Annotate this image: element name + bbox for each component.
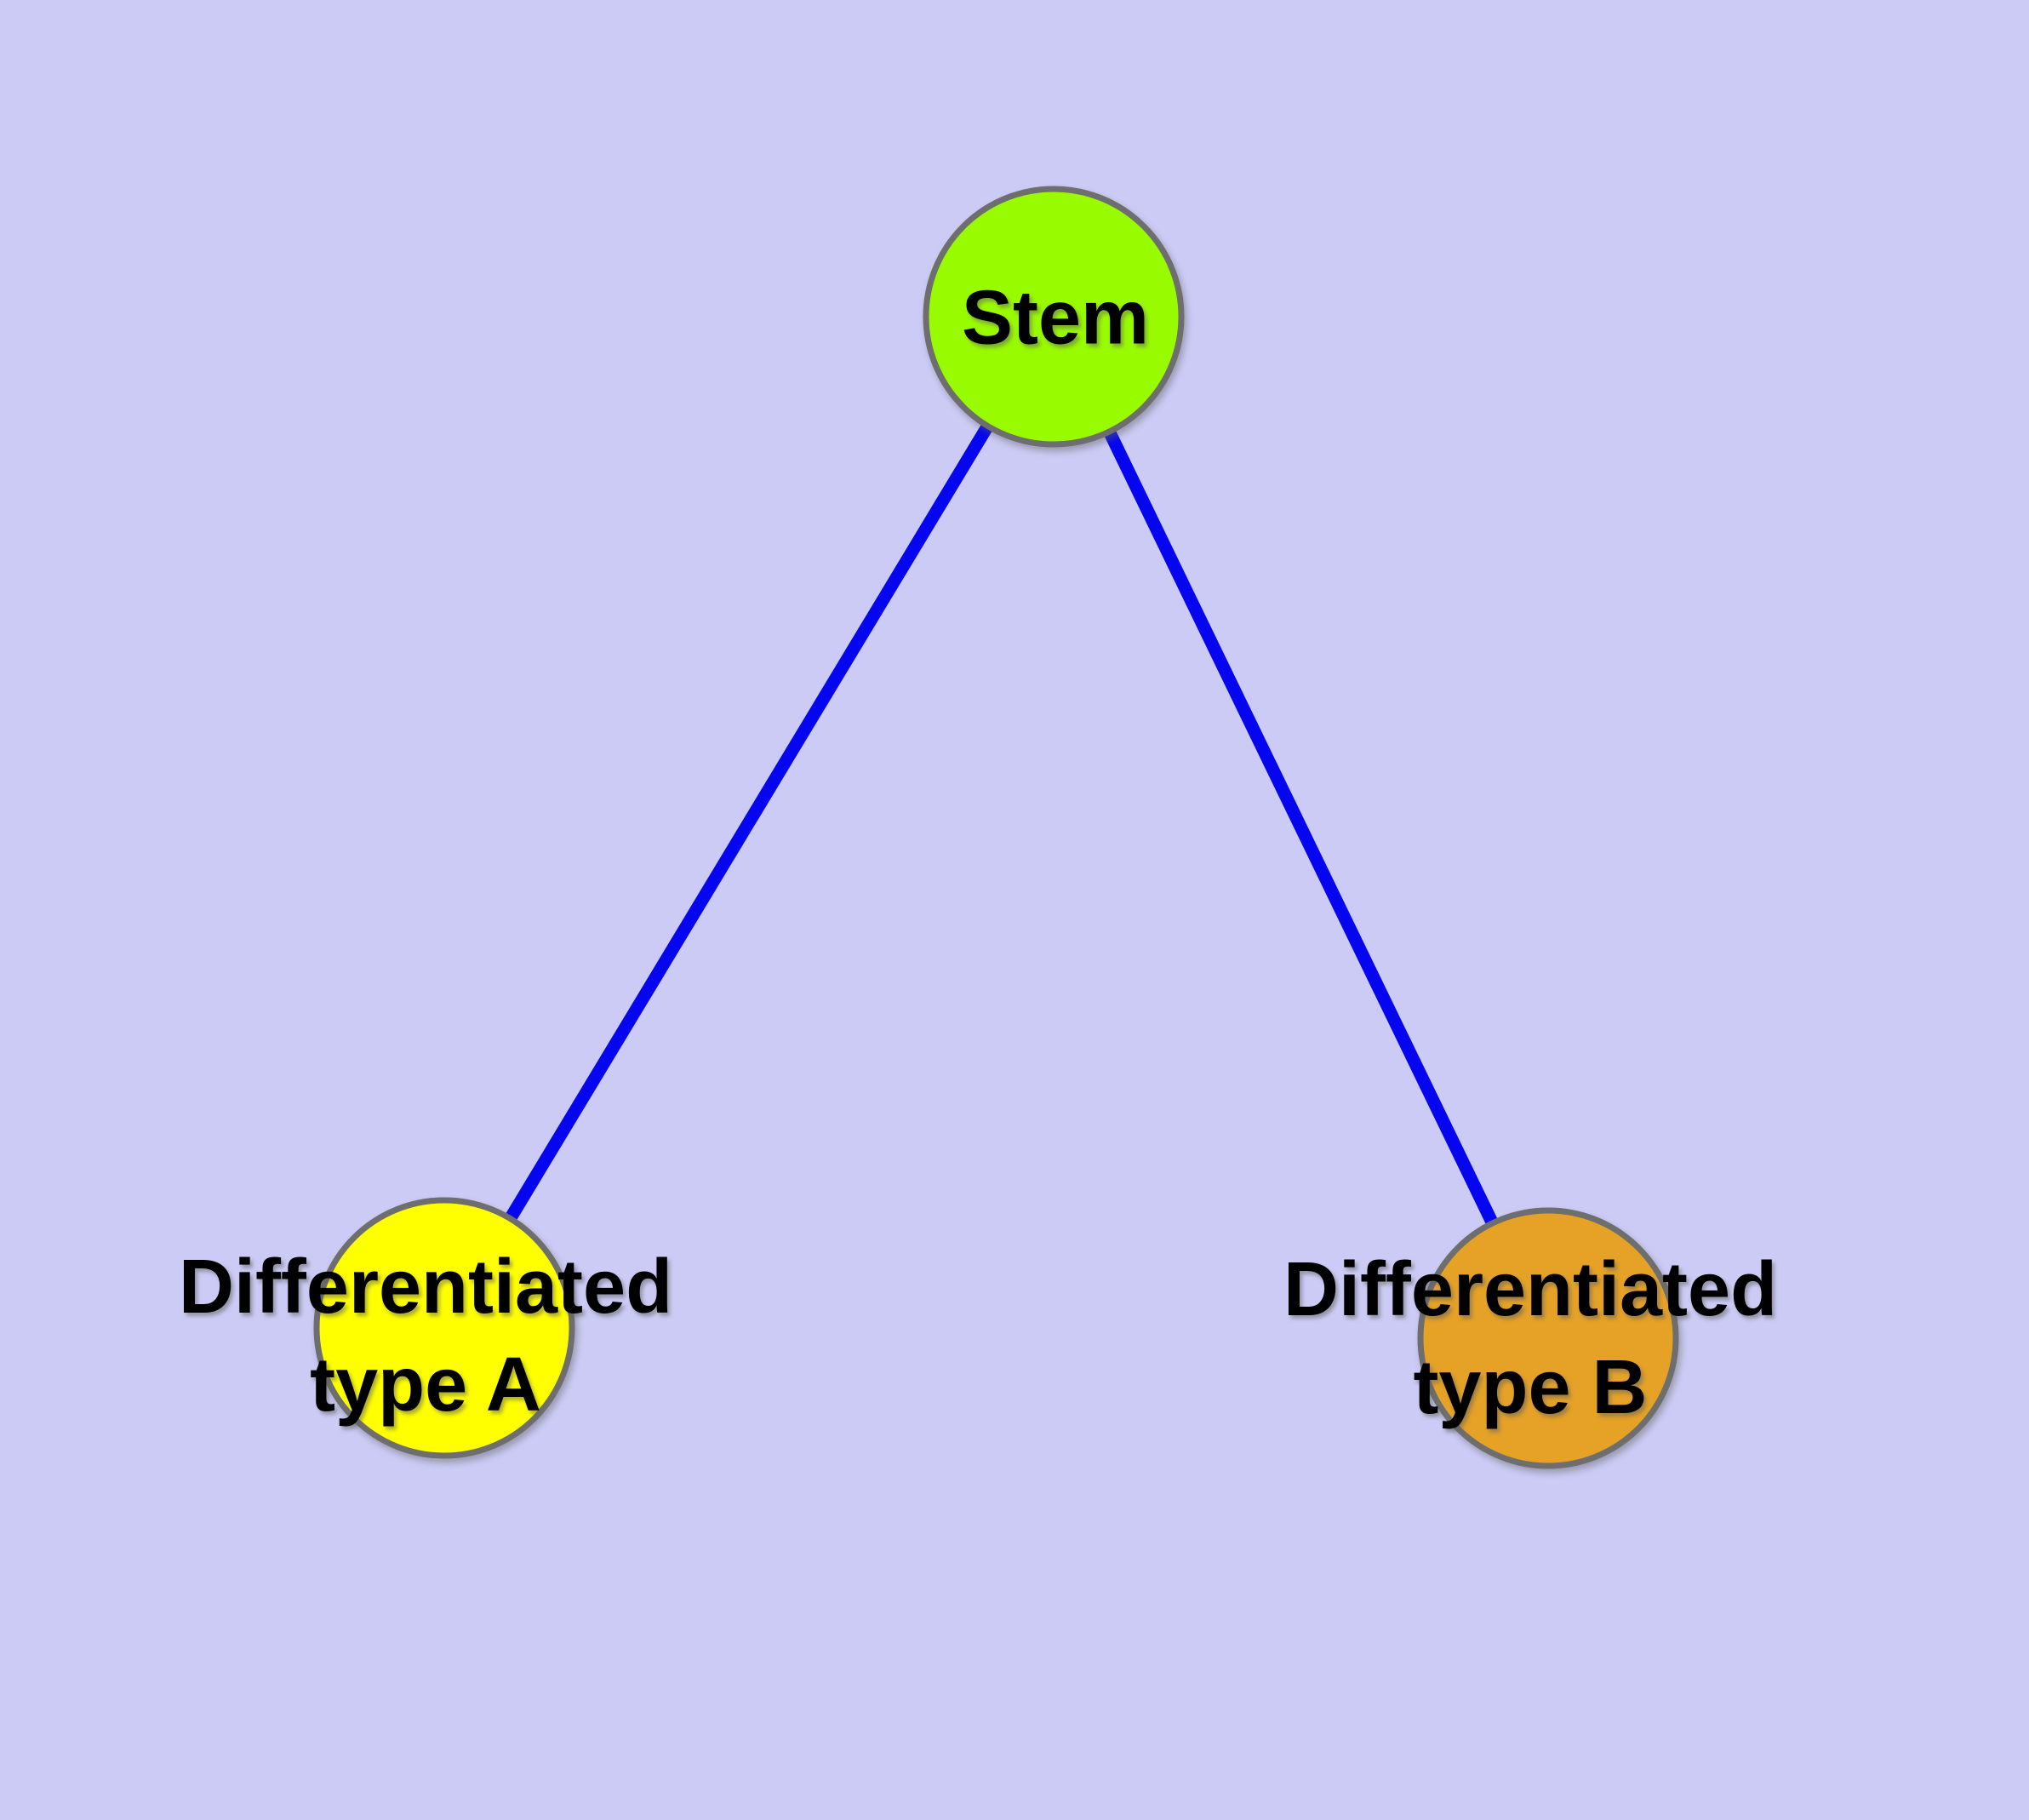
node-differentiated-type-b[interactable] bbox=[1417, 1207, 1679, 1469]
node-stem[interactable] bbox=[923, 186, 1185, 448]
node-layer bbox=[313, 186, 1679, 1469]
edge-layer bbox=[438, 313, 1554, 1342]
edge-stem-to-type-b[interactable] bbox=[1048, 313, 1554, 1342]
edge-stem-to-type-a[interactable] bbox=[438, 313, 1060, 1331]
node-differentiated-type-a[interactable] bbox=[313, 1197, 575, 1459]
